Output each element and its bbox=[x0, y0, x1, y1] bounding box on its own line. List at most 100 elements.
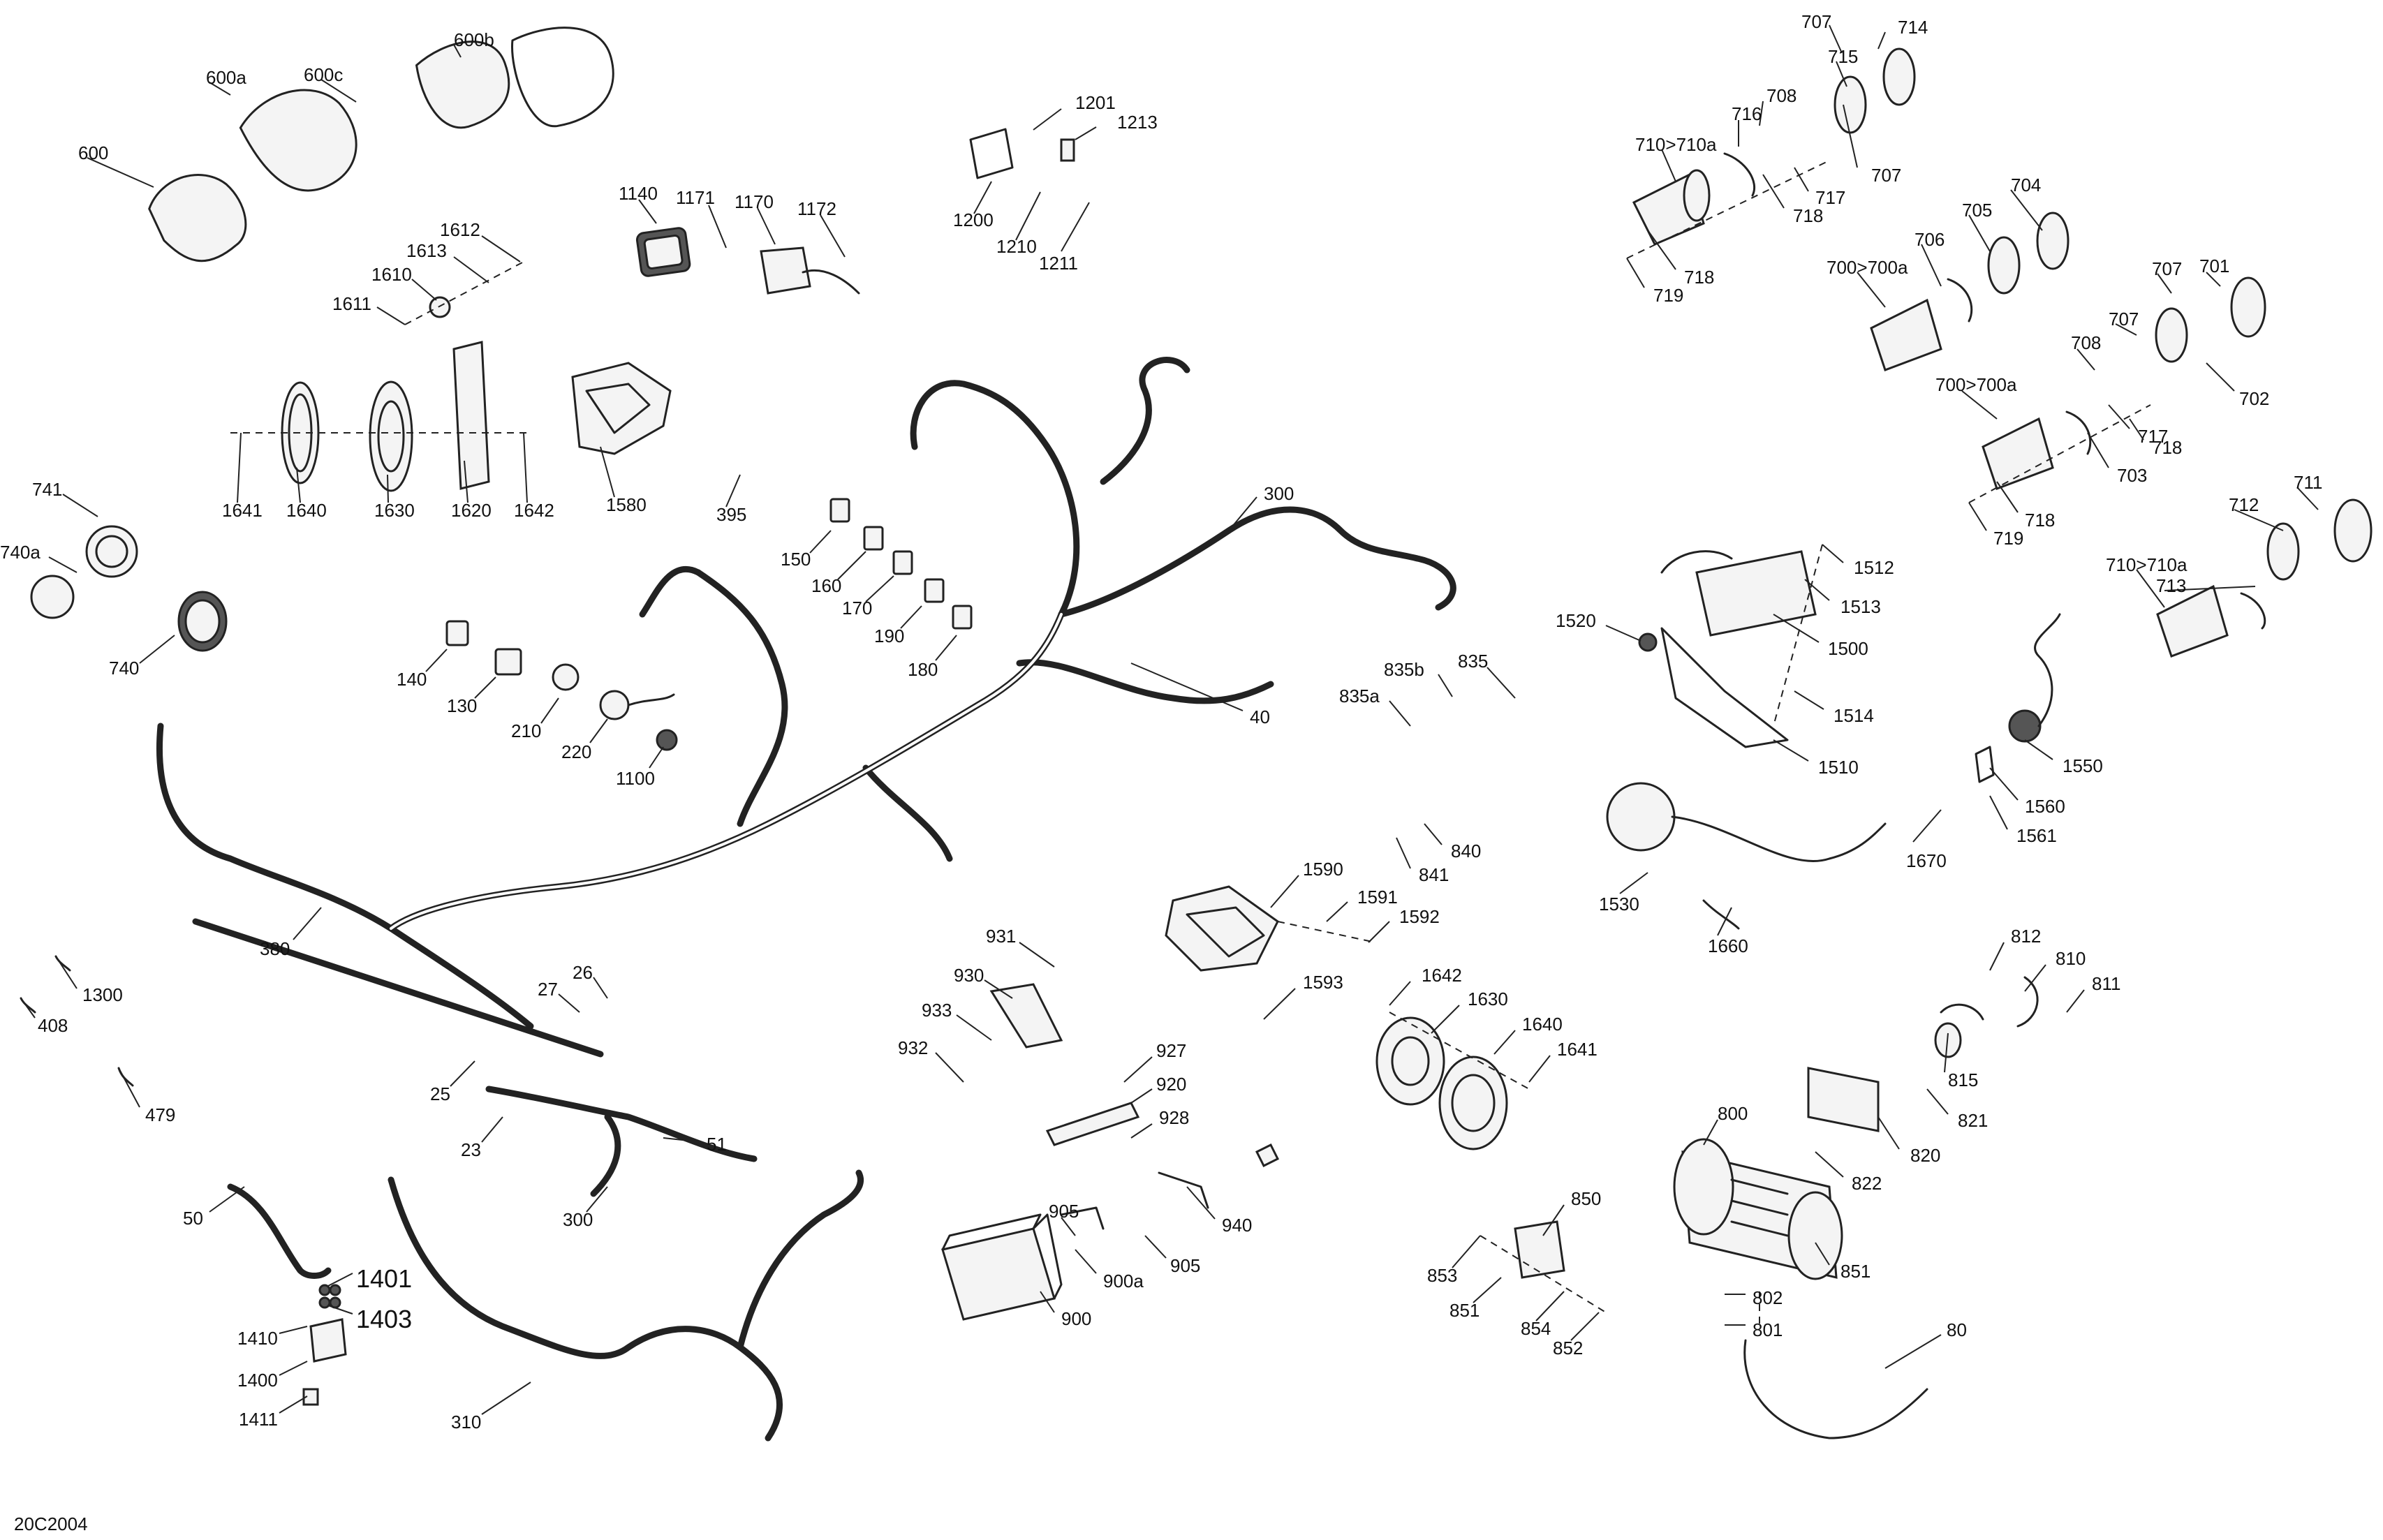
callout-label: 1530 bbox=[1599, 894, 1639, 915]
callout-930: 930 bbox=[954, 965, 1013, 999]
callout-810: 810 bbox=[2024, 948, 2086, 992]
callout-label: 1400 bbox=[237, 1370, 278, 1391]
callout-label: 1612 bbox=[440, 219, 480, 240]
callout-label: 1172 bbox=[797, 198, 836, 219]
callout-leader bbox=[1570, 1312, 1600, 1341]
callout-leader bbox=[1396, 837, 1411, 869]
callout-label: 310 bbox=[451, 1412, 481, 1432]
callout-label: 930 bbox=[954, 965, 984, 986]
callout-label: 40 bbox=[1250, 706, 1270, 727]
callout-leader bbox=[87, 157, 154, 188]
callout-717a: 717 bbox=[1794, 167, 1845, 208]
callout-leader bbox=[1033, 108, 1062, 131]
callout-label: 1213 bbox=[1117, 112, 1158, 133]
callout-label: 717 bbox=[1815, 187, 1845, 208]
callout-706: 706 bbox=[1914, 229, 1945, 287]
callout-150: 150 bbox=[781, 530, 832, 570]
callout-label: 1520 bbox=[1556, 610, 1596, 631]
callout-label: 835a bbox=[1339, 686, 1380, 706]
callout-931: 931 bbox=[986, 926, 1055, 968]
callout-leader bbox=[1619, 872, 1648, 894]
callout-920: 920 bbox=[1130, 1074, 1186, 1104]
callout-label: 1140 bbox=[619, 183, 658, 204]
callout-714: 714 bbox=[1877, 17, 1928, 50]
callout-1403: 1403 bbox=[327, 1305, 412, 1333]
callout-905b: 905 bbox=[1144, 1235, 1200, 1276]
callout-leader bbox=[279, 1395, 308, 1414]
callout-label: 1590 bbox=[1303, 859, 1343, 880]
callout-label: 1613 bbox=[406, 240, 447, 261]
callout-leader bbox=[1647, 230, 1676, 270]
callout-1510: 1510 bbox=[1773, 739, 1859, 778]
callout-leader bbox=[1528, 1055, 1551, 1083]
module-930 bbox=[989, 983, 1063, 1049]
callout-leader bbox=[1804, 579, 1830, 601]
battery-900 bbox=[941, 1213, 1063, 1321]
callout-label: 25 bbox=[430, 1083, 450, 1104]
callout-label: 835b bbox=[1384, 659, 1424, 680]
callout-leader bbox=[593, 977, 608, 999]
callout-715: 715 bbox=[1828, 46, 1858, 87]
callout-label: 933 bbox=[922, 1000, 952, 1021]
callout-leader bbox=[1944, 1032, 1949, 1073]
callout-leader bbox=[62, 494, 98, 517]
callout-label: 703 bbox=[2117, 465, 2147, 486]
callout-leader bbox=[1493, 1030, 1516, 1055]
callout-1300: 1300 bbox=[55, 956, 123, 1005]
callout-label: 1210 bbox=[996, 236, 1037, 257]
callout-label: 160 bbox=[811, 575, 841, 596]
callout-label: 719 bbox=[1653, 285, 1683, 306]
callout-label: 905 bbox=[1049, 1201, 1079, 1222]
callout-801: 801 bbox=[1725, 1319, 1783, 1340]
callout-718c: 718 bbox=[2129, 418, 2182, 458]
callout-leader bbox=[327, 1305, 353, 1315]
callout-leader bbox=[708, 205, 727, 249]
battery-strap-920 bbox=[1045, 1102, 1209, 1230]
callout-label: 708 bbox=[2071, 332, 2101, 353]
callout-leader bbox=[2296, 487, 2319, 510]
switches-130-220 bbox=[445, 620, 678, 751]
callout-label: 600b bbox=[454, 29, 494, 50]
callout-leader bbox=[956, 1014, 992, 1041]
callout-label: 707 bbox=[2109, 309, 2139, 330]
speaker-assembly-1620 bbox=[230, 341, 531, 492]
callout-850: 850 bbox=[1542, 1188, 1601, 1236]
callout-label: 1640 bbox=[1522, 1014, 1563, 1035]
callout-710a: 710>710a bbox=[1635, 134, 1717, 182]
callout-label: 27 bbox=[538, 979, 558, 1000]
callout-label: 190 bbox=[874, 625, 904, 646]
callout-leader bbox=[1368, 921, 1390, 943]
callout-label: 1660 bbox=[1708, 935, 1748, 956]
callout-leader bbox=[450, 1060, 475, 1087]
display-1140 bbox=[635, 227, 691, 277]
callout-leader bbox=[1075, 126, 1097, 140]
callout-835: 835 bbox=[1458, 651, 1516, 699]
callout-label: 707 bbox=[1871, 165, 1901, 186]
callout-600c: 600c bbox=[304, 64, 357, 103]
speaker-pod-1590 bbox=[1165, 885, 1376, 972]
callout-label: 1670 bbox=[1906, 850, 1947, 871]
callout-label: 900 bbox=[1061, 1308, 1091, 1329]
callout-leader bbox=[1717, 907, 1732, 936]
winch-800 bbox=[1673, 976, 2039, 1439]
callout-1640a: 1640 bbox=[286, 467, 327, 521]
callout-853: 853 bbox=[1427, 1235, 1481, 1286]
callout-label: 1201 bbox=[1075, 92, 1116, 113]
callout-label: 718 bbox=[1793, 205, 1823, 226]
callout-40: 40 bbox=[1130, 662, 1270, 727]
callout-600b: 600b bbox=[453, 29, 494, 58]
callout-905a: 905 bbox=[1049, 1201, 1079, 1236]
callout-1410: 1410 bbox=[237, 1326, 308, 1349]
callout-704: 704 bbox=[2010, 175, 2043, 231]
callout-854: 854 bbox=[1521, 1291, 1565, 1339]
callout-leader bbox=[2206, 362, 2235, 392]
callout-label: 1630 bbox=[1468, 989, 1508, 1009]
callout-label: 920 bbox=[1156, 1074, 1186, 1095]
callout-label: 705 bbox=[1962, 200, 1992, 221]
callout-leader bbox=[1836, 61, 1847, 87]
callout-leader bbox=[320, 79, 357, 103]
callout-label: 23 bbox=[461, 1139, 481, 1160]
callout-710b: 710>710a bbox=[2106, 554, 2188, 608]
